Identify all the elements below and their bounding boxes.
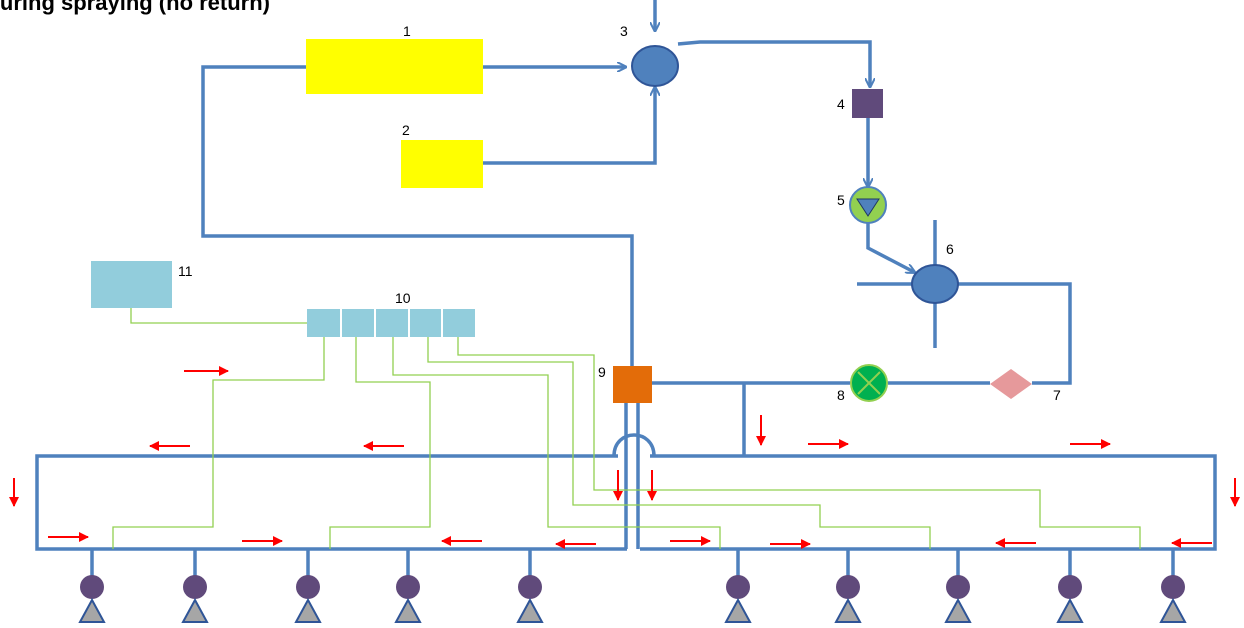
nozzle [944,575,972,623]
pressure-valve [911,264,959,304]
nozzle [834,575,862,623]
flow-meter [850,364,888,402]
pipe-mixer-to-filter [677,40,870,86]
pipe-pump-to-valve6 [866,222,914,272]
label-7: 7 [1053,387,1061,403]
label-10: 10 [395,290,411,306]
regulator-diamond [990,369,1032,399]
nozzle [1159,575,1187,623]
supply-pipes [201,0,1072,456]
boom-right-upper [640,454,1217,551]
nozzle [516,575,544,623]
wire-section-3 [392,337,721,549]
nozzle [724,575,752,623]
nozzle [294,575,322,623]
section-controller [307,309,475,337]
filter-box [852,89,883,118]
label-3: 3 [620,23,628,39]
nozzles [78,575,1187,623]
pipe-valve6-to-regulator [958,282,1072,385]
suction-valve [631,45,679,87]
label-6: 6 [946,241,954,257]
pump [849,186,887,224]
label-9: 9 [598,364,606,380]
wire-section-2 [329,337,431,549]
nozzle [394,575,422,623]
spray-computer [91,261,172,308]
label-5: 5 [837,192,845,208]
label-1: 1 [403,23,411,39]
pipe-return-loop [201,65,634,366]
nozzle [181,575,209,623]
label-11: 11 [178,263,193,279]
boom-pipes [35,403,1217,576]
main-tank [306,39,483,94]
wire-section-5 [457,337,1141,549]
page-title: le during spraying (no return) [0,0,271,15]
flow-arrows [9,366,1240,549]
component-labels: 1 2 3 4 5 6 7 8 9 10 11 [178,23,1061,403]
control-wires [112,308,1141,549]
section-valve-block [613,366,652,403]
nozzle [1056,575,1084,623]
wire-section-1 [112,337,325,549]
boom-left-upper [35,454,627,551]
nozzle [78,575,106,623]
label-4: 4 [837,96,845,112]
rinse-tank [401,140,483,188]
label-2: 2 [402,122,410,138]
label-8: 8 [837,387,845,403]
boom-crossover [612,433,656,457]
wire-section-4 [427,337,931,549]
wire-computer-to-controller [130,308,307,324]
pipe-tank2-to-mixer [483,88,655,165]
